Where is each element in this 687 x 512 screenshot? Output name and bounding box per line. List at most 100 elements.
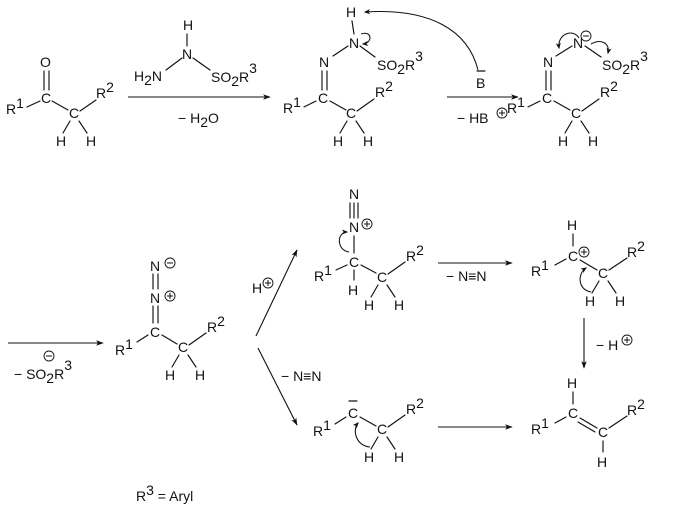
anion-h-right-bond [580, 120, 590, 134]
alkene-c-r1-bond [554, 416, 567, 424]
anion-c-ch2-bond [553, 100, 571, 111]
diazonium-h-left-bond [370, 284, 379, 298]
diazo-c-ch2-bond [161, 334, 178, 345]
diazo-plus-charge [164, 290, 176, 302]
curly-arrow-ns-cleavage [590, 41, 612, 55]
proton-plus-charge [621, 334, 633, 346]
hydrazide-nh-hydrogen: H [183, 17, 193, 33]
carbene-h-left: H [364, 449, 374, 465]
hydrazone-imine-nitrogen: N [319, 54, 329, 70]
diazo-structure: N N C R1 C R2 H H [115, 257, 225, 383]
curly-arrow-nh-bond [360, 32, 371, 46]
alkene-cc-bond-b [577, 421, 596, 433]
sulfinate-minus-charge [43, 350, 55, 362]
anion-r1-label: R1 [507, 94, 525, 116]
arrow-carbene-branch [257, 347, 298, 426]
diazonium-r1-label: R1 [314, 262, 332, 284]
diazonium-c-ch2-bond [360, 264, 377, 274]
hydrazone-alpha-carbon: C [346, 105, 356, 121]
hydrazone-structure: H N N SO2R3 C R1 C R2 H H [283, 4, 423, 149]
hydrazide-ns-bond [192, 57, 211, 71]
carbocation-c-r1-bond [554, 258, 567, 266]
ketone-h-left: H [56, 133, 66, 149]
alkene-carbon-right: C [598, 424, 608, 440]
bond-ch2-r2 [79, 99, 97, 112]
diazonium-c-r1-bond [335, 264, 348, 271]
curly-arrow-cn-cleavage [338, 229, 350, 253]
hydrazone-ns-bond [359, 45, 376, 58]
diazo-r2-label: R2 [207, 313, 225, 335]
diazonium-h-left: H [364, 297, 374, 313]
diazonium-h-right-bond [386, 284, 396, 298]
alkene-product-structure: H C R1 C R2 H [531, 375, 645, 470]
diazo-h-right-bond [187, 354, 197, 368]
base-label: B [476, 75, 485, 91]
hydrazone-nh-bond [351, 20, 355, 35]
diazonium-h-alpha: H [348, 282, 358, 298]
ketone-alpha-carbon: C [69, 105, 79, 121]
anion-h-left-bond [564, 120, 573, 134]
curly-arrow-n-lone-pair [555, 32, 580, 50]
anion-nn-bond [555, 45, 573, 57]
diazo-ch2-r2-bond [188, 332, 207, 346]
curly-arrow-carbene-shift [352, 422, 371, 448]
anion-minus-charge [580, 30, 592, 42]
hydrazide-h2n: H2N [134, 68, 162, 88]
carbene-h-right: H [394, 449, 404, 465]
ketone-structure: O C R1 C R2 H H [6, 54, 114, 149]
carbene-ch2-r2-bond [387, 414, 406, 428]
carbocation-h-top: H [567, 217, 577, 233]
ketone-r1-label: R1 [6, 95, 24, 117]
sulfonylhydrazide-reagent: H N H2N SO2R3 [134, 17, 257, 89]
carbocation-c-ch2-bond [579, 259, 598, 271]
diazo-alpha-carbon: C [178, 339, 188, 355]
ketone-carbonyl-carbon: C [41, 90, 51, 106]
carbocation-structure: H C R1 C R2 H H [531, 217, 645, 309]
anion-c-r1-bond [527, 100, 541, 108]
anion-ch2-r2-bond [581, 98, 600, 112]
diazo-r1-label: R1 [115, 336, 133, 358]
carbocation-h-right: H [615, 293, 625, 309]
diazo-h-left-bond [171, 354, 180, 368]
hydrazone-nh-nitrogen: N [349, 35, 359, 51]
protonation-label: H [252, 280, 262, 296]
hydrazone-imine-carbon: C [318, 90, 328, 106]
carbene-r2-label: R2 [406, 395, 424, 417]
carbocation-carbon: C [568, 248, 578, 264]
curly-arrow-hydride-shift [579, 267, 592, 293]
hydrazone-anion-structure: N N SO2R3 C R1 C R2 H H [507, 30, 648, 149]
anion-h-right: H [588, 133, 598, 149]
ketone-oxygen: O [40, 54, 51, 70]
loss-of-water-label: − H2O [178, 110, 219, 130]
bond-c-r1 [26, 100, 41, 108]
curly-arrow-base-to-h [363, 9, 479, 71]
anion-ns-bond [584, 45, 602, 58]
carbene-h-left-bond [370, 436, 379, 450]
hydrazone-h-right-bond [355, 120, 365, 134]
alkene-cc-bond-a [579, 417, 598, 429]
anion-alpha-carbon: C [571, 105, 581, 121]
bond-ch-h-right [78, 120, 88, 134]
diazo-h-right: H [195, 367, 205, 383]
carbocation-h-left: H [585, 293, 595, 309]
carbocation-ch2-r2-bond [608, 257, 628, 271]
carbene-structure: C R1 C R2 H H [313, 395, 424, 465]
ketone-r2-label: R2 [96, 79, 114, 101]
carbocation-h-right-bond [607, 280, 617, 294]
hydrazone-so2r3: SO2R3 [377, 48, 423, 77]
diazo-terminal-nitrogen: N [150, 258, 160, 274]
arrow-protonation-branch [255, 249, 298, 337]
anion-r2-label: R2 [600, 78, 618, 100]
hydrazide-nh-nitrogen: N [182, 46, 192, 62]
anion-imine-carbon: C [542, 90, 552, 106]
carbocation-r1-label: R1 [531, 257, 549, 279]
hydrazone-nn-bond [332, 45, 349, 57]
hb-plus-charge [496, 107, 508, 119]
anion-imine-nitrogen: N [543, 54, 553, 70]
carbene-r1-label: R1 [313, 417, 331, 439]
hydrazone-nh-hydrogen: H [346, 4, 356, 20]
ketone-h-right: H [86, 133, 96, 149]
diazo-minus-charge [164, 257, 176, 269]
